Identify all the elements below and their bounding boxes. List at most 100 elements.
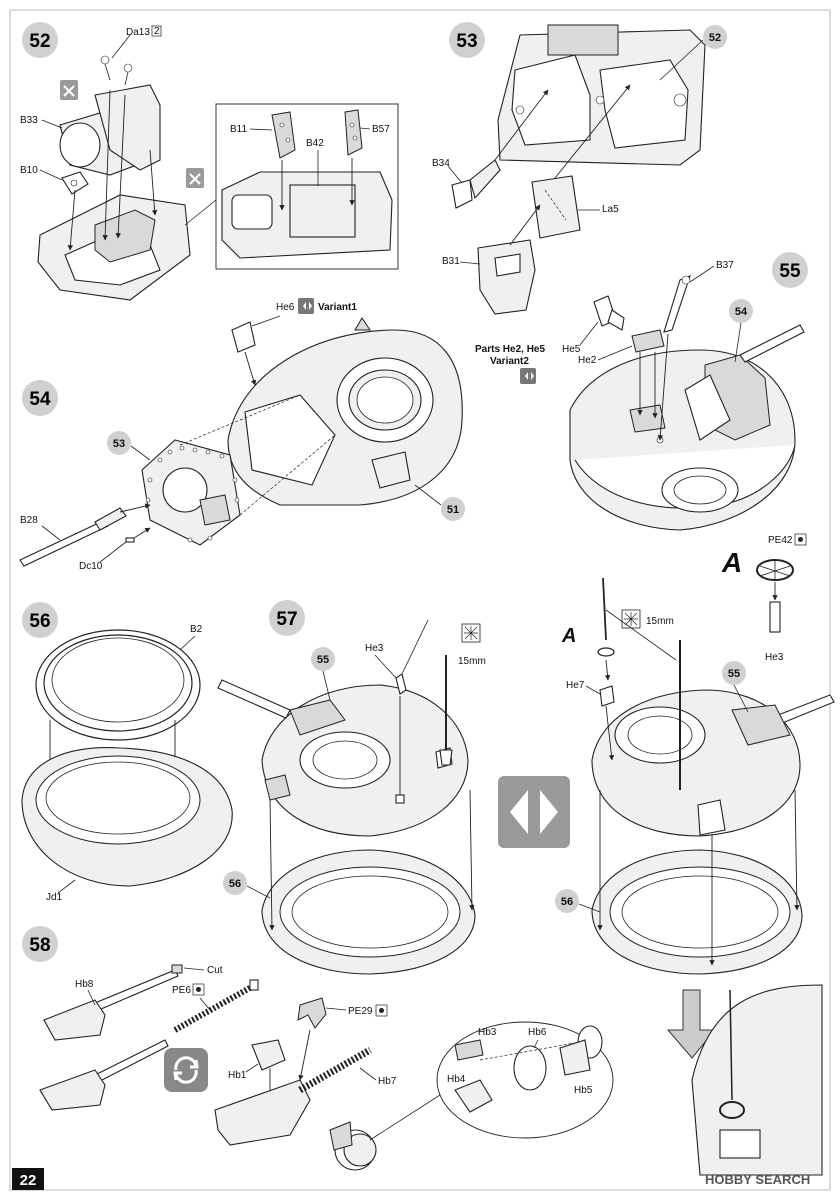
label-hb4: Hb4 — [447, 1074, 466, 1085]
part-b11 — [271, 111, 296, 159]
svg-text:55: 55 — [317, 654, 329, 666]
label-b10: B10 — [20, 165, 38, 176]
part-hb8 — [89, 969, 179, 1013]
svg-text:56: 56 — [561, 896, 573, 908]
step-57-number: 57 — [276, 609, 297, 630]
part-hb6 — [513, 1045, 547, 1091]
part-dc10 — [125, 537, 135, 543]
step-54: 54 He6 Variant1 5 — [19, 298, 465, 572]
label-hb5: Hb5 — [574, 1085, 593, 1096]
part-hb3 — [454, 1039, 484, 1061]
label-b2: B2 — [190, 624, 203, 635]
label-b11: B11 — [230, 124, 247, 135]
detail-a-ref-letter: A — [561, 625, 576, 647]
step-57: 57 55 56 He3 — [217, 577, 835, 975]
step-56: 56 B2 Jd1 — [21, 602, 233, 903]
page-number: 22 — [12, 1168, 44, 1190]
label-parts-note-1: Parts He2, He5 — [475, 344, 545, 355]
label-b37: B37 — [716, 260, 734, 271]
detail-a-letter: A — [721, 547, 742, 578]
step-57-badge: 57 — [269, 600, 305, 636]
ref-badge-53: 53 — [107, 431, 131, 455]
part-hb4 — [454, 1079, 493, 1113]
part-pe29 — [297, 997, 327, 1029]
label-hb8: Hb8 — [75, 979, 94, 990]
label-jd1: Jd1 — [46, 892, 63, 903]
label-hb6: Hb6 — [528, 1027, 547, 1038]
step-55-number: 55 — [779, 261, 801, 282]
svg-text:55: 55 — [728, 668, 740, 680]
label-dc10: Dc10 — [79, 561, 103, 572]
label-he2: He2 — [578, 355, 597, 366]
label-pe29: PE29 — [348, 1006, 373, 1017]
part-b31 — [477, 239, 536, 315]
ref-badge-52: 52 — [703, 25, 727, 49]
photo-etch-icon — [375, 1004, 388, 1017]
photo-etch-icon — [192, 983, 205, 996]
label-he6: He6 — [276, 302, 295, 313]
variant-icon — [498, 776, 570, 848]
direction-arrow — [666, 989, 717, 1059]
label-hb3: Hb3 — [478, 1027, 497, 1038]
part-pe6 — [173, 982, 257, 1033]
label-length: 15mm — [458, 656, 486, 667]
ref-badge-51: 51 — [441, 497, 465, 521]
label-b31: B31 — [442, 256, 460, 267]
step-58-badge: 58 — [22, 926, 58, 962]
label-hb1: Hb1 — [228, 1070, 247, 1081]
do-not-glue-icon — [60, 80, 78, 100]
step-55: 55 54 B37 He5 He2 Parts He2, He5 Vari — [475, 252, 808, 531]
step-52-number: 52 — [29, 31, 50, 52]
svg-text:52: 52 — [709, 32, 721, 44]
part-b28 — [19, 519, 109, 567]
variant-icon — [298, 298, 314, 314]
label-b28: B28 — [20, 515, 38, 526]
quantity-box — [151, 25, 162, 37]
part-he6 — [231, 321, 256, 353]
ref-badge-56b: 56 — [555, 889, 579, 913]
label-b33: B33 — [20, 115, 38, 126]
part-he2 — [631, 329, 665, 353]
step-56-badge: 56 — [22, 602, 58, 638]
label-da13-qty: 2 — [154, 26, 160, 37]
mantlet-opening — [244, 394, 336, 486]
gun-mount-part — [94, 209, 156, 263]
label-b34: B34 — [432, 158, 450, 169]
part-he3-detail — [769, 601, 781, 633]
svg-text:53: 53 — [113, 438, 125, 450]
svg-text:51: 51 — [447, 504, 459, 516]
label-hb7: Hb7 — [378, 1076, 397, 1087]
step-53-number: 53 — [456, 31, 477, 52]
part-b2 — [35, 629, 201, 741]
mg-body — [214, 1079, 311, 1146]
variant-icon — [520, 368, 536, 384]
label-he5: He5 — [562, 344, 581, 355]
label-length-2: 15mm — [646, 616, 674, 627]
watermark: HOBBY SEARCH — [705, 1172, 810, 1187]
step-58-number: 58 — [29, 935, 50, 956]
svg-text:56: 56 — [229, 878, 241, 890]
turret-detail-view — [691, 984, 823, 1176]
step-52-badge: 52 — [22, 22, 58, 58]
part-hb1 — [251, 1039, 286, 1071]
label-parts-note-2: Variant2 — [490, 356, 529, 367]
ref-badge-55: 55 — [311, 647, 335, 671]
do-not-glue-icon — [186, 168, 204, 188]
cut-icon — [621, 609, 641, 629]
part-da13 — [100, 55, 133, 86]
step-53: 53 52 B34 La5 B31 — [432, 22, 727, 315]
part-he3 — [395, 673, 407, 695]
part-la5 — [531, 175, 581, 239]
label-da13: Da13 — [126, 27, 150, 38]
detail-a: A PE42 He3 — [721, 533, 807, 663]
step-53-badge: 53 — [449, 22, 485, 58]
svg-text:54: 54 — [735, 306, 748, 318]
label-cut: Cut — [207, 965, 223, 976]
step-58: 58 Hb8 Cut PE6 PE29 — [22, 926, 823, 1176]
step-52: 52 Da13 2 B — [20, 22, 399, 301]
label-variant1: Variant1 — [318, 302, 357, 313]
gun-barrel — [739, 324, 805, 363]
svg-text:22: 22 — [20, 1172, 37, 1189]
